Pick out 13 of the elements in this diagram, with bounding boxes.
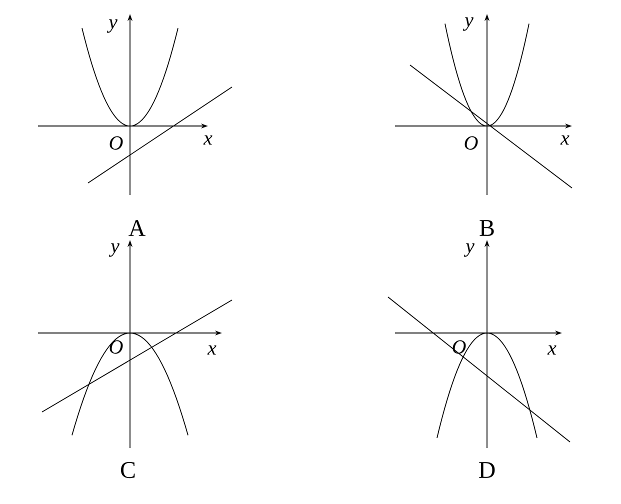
axis-label: x [560,135,570,145]
axis-label: y [462,17,474,31]
panel-label: A [128,220,146,236]
axis-label: x [203,135,212,145]
axis-label: y [108,243,120,257]
axis-label: O [110,340,123,354]
panel-label: B [480,220,494,236]
panel-label: C [120,462,135,478]
axis-label: O [110,136,123,150]
axis-label: O [464,136,478,150]
axis-label: y [106,19,118,33]
axis-label: x [207,345,216,355]
panel-label: D [479,462,495,478]
